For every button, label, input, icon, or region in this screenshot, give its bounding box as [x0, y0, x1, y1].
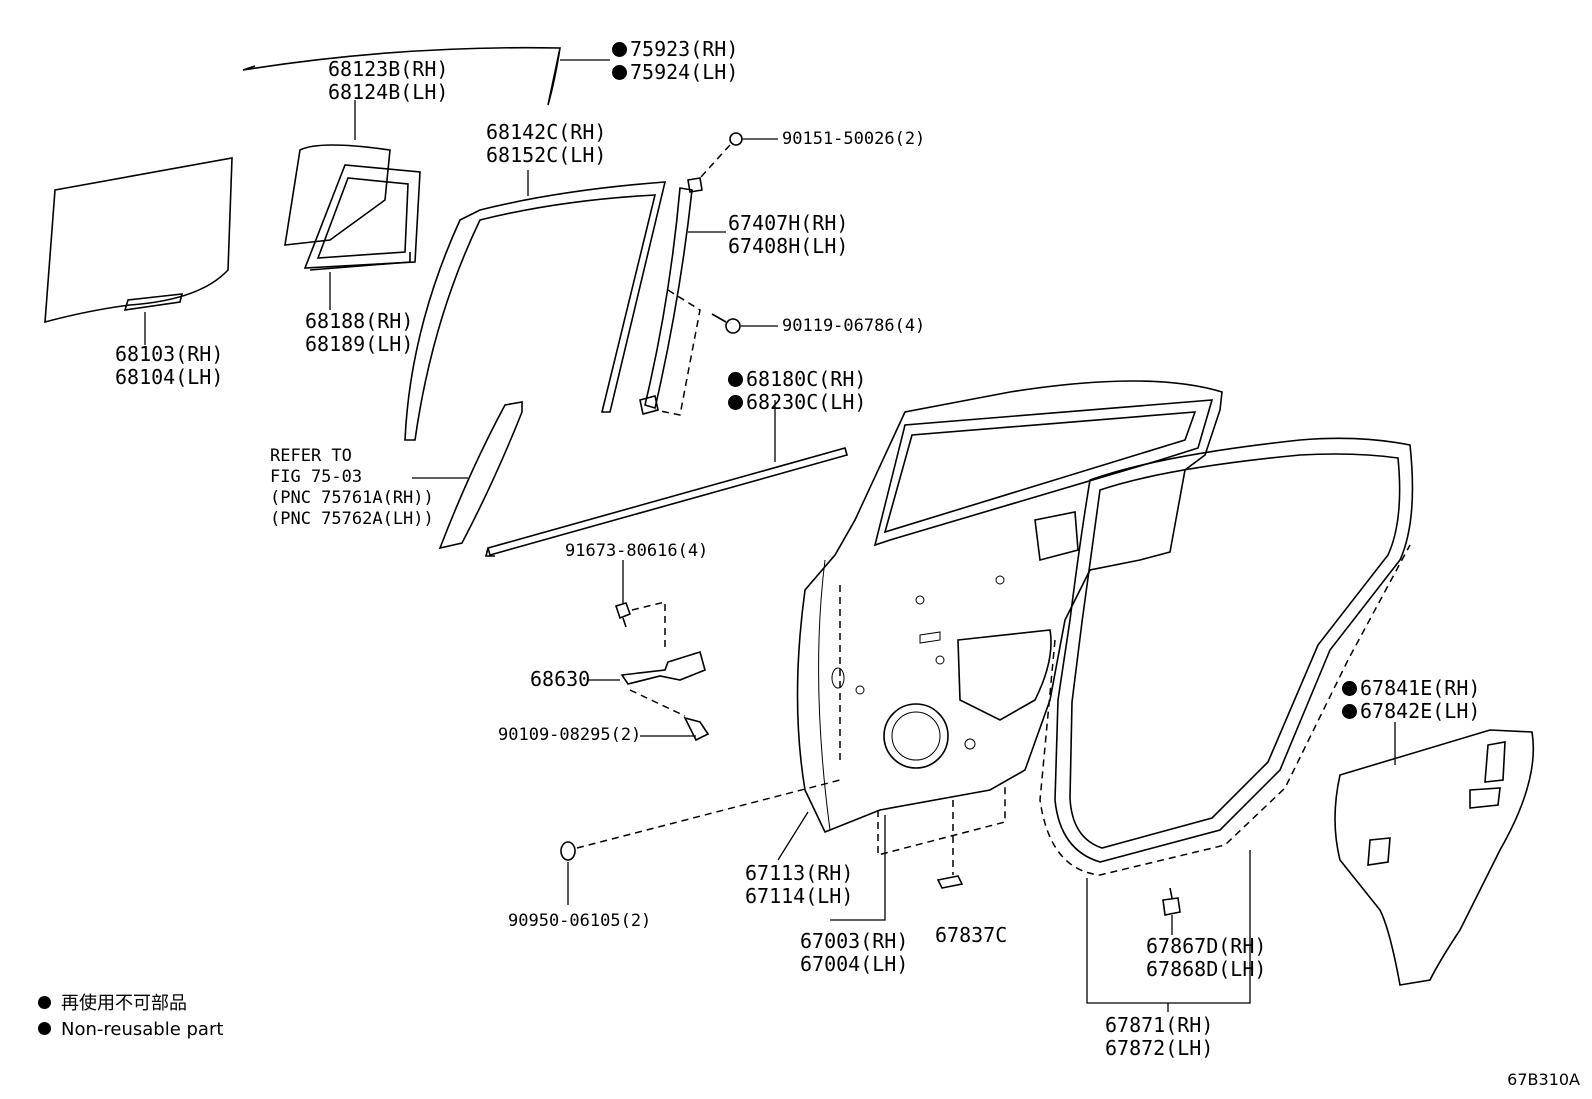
molding-75923: [242, 46, 561, 106]
belt-molding-68180: [487, 447, 848, 556]
legend-jp: 再使用不可部品: [38, 993, 187, 1015]
callout-68180: 68180C(RH) 68230C(LH): [728, 368, 866, 414]
callout-68123: 68123B(RH) 68124B(LH): [328, 57, 449, 104]
run-channel-68142: [404, 181, 667, 441]
callout-68630: 68630: [530, 667, 591, 691]
callout-68188: 68188(RH) 68189(LH): [305, 309, 414, 356]
door-check-68630: [620, 650, 706, 685]
callout-68103: 68103(RH) 68104(LH): [115, 342, 224, 389]
callout-75923: 75923(RH) 75924(LH): [612, 38, 738, 84]
callout-90119: 90119-06786(4): [782, 316, 926, 336]
non-reusable-dot-icon: [1342, 681, 1357, 696]
callout-91673: 91673-80616(4): [565, 541, 709, 561]
hole-plug-90950: [560, 841, 576, 861]
bolt-90109: [683, 716, 710, 742]
bolt-91673: [614, 602, 632, 628]
clip-67837: [936, 875, 964, 889]
non-reusable-dot-icon: [612, 42, 627, 57]
callout-90151: 90151-50026(2): [782, 129, 926, 149]
callout-67407: 67407H(RH) 67408H(LH): [728, 211, 849, 258]
quarter-glass-68123: [284, 144, 391, 246]
callout-67871: 67871(RH) 67872(LH): [1105, 1013, 1214, 1060]
callout-67867: 67867D(RH) 67868D(LH): [1146, 934, 1267, 981]
callout-67113: 67113(RH) 67114(LH): [745, 861, 854, 908]
non-reusable-dot-icon: [38, 996, 51, 1009]
non-reusable-dot-icon: [612, 65, 627, 80]
non-reusable-dot-icon: [1342, 704, 1357, 719]
weatherstrip-67871: [1054, 437, 1414, 863]
door-panel-67003: [796, 380, 1223, 834]
legend-en: Non-reusable part: [38, 1019, 223, 1041]
bolt-90119: [725, 318, 741, 334]
callout-90109: 90109-08295(2): [498, 725, 642, 745]
speaker-opening: [883, 703, 949, 769]
callout-67003: 67003(RH) 67004(LH): [800, 929, 909, 976]
figure-id: 67B310A: [1507, 1070, 1580, 1089]
screw-90151: [729, 132, 743, 146]
callout-67841: 67841E(RH) 67842E(LH): [1342, 677, 1480, 723]
sash-67407: [644, 187, 693, 410]
service-cover-67841: [1334, 729, 1535, 986]
callout-68142: 68142C(RH) 68152C(LH): [486, 120, 607, 167]
non-reusable-dot-icon: [728, 395, 743, 410]
garnish-refer-fig: [438, 401, 523, 550]
non-reusable-dot-icon: [728, 372, 743, 387]
callout-67837: 67837C: [935, 923, 1008, 947]
callout-refer-fig: REFER TO FIG 75-03 (PNC 75761A(RH)) (PNC…: [270, 446, 434, 529]
callout-90950: 90950-06105(2): [508, 911, 652, 931]
non-reusable-dot-icon: [38, 1022, 51, 1035]
door-glass-68103: [44, 157, 233, 324]
clip-67867: [1162, 887, 1181, 916]
